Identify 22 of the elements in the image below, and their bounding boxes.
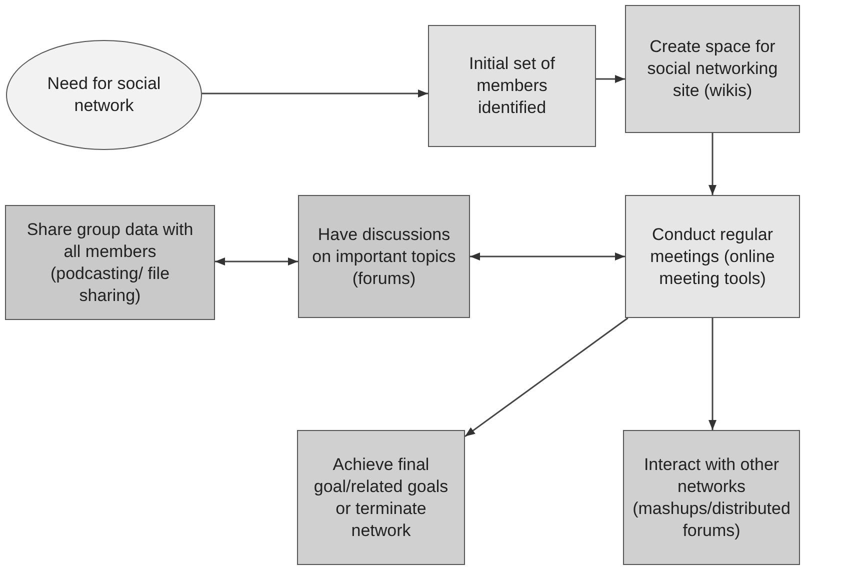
arrow [202, 90, 428, 98]
arrow [708, 318, 716, 430]
process-box [297, 430, 465, 565]
arrow [708, 133, 716, 195]
process-box [428, 25, 596, 147]
arrow [464, 317, 628, 438]
arrow [470, 252, 625, 260]
process-box [625, 195, 800, 318]
node-text: Conduct regular meetings (online meeting tools) [649, 224, 776, 290]
node-text: Create space for social networking site (wikis) [646, 36, 779, 102]
arrow [596, 75, 625, 83]
process-box [298, 195, 470, 318]
arrow [215, 258, 298, 266]
process-box [625, 5, 800, 133]
node-text: Need for social network [46, 73, 162, 117]
process-box [623, 430, 800, 565]
node-text: Achieve final goal/related goals or terminate network [312, 454, 450, 542]
node-text: Have discussions on important topics (forums) [311, 224, 457, 290]
node-text: Share group data with all members (podcasting/ file sharing) [26, 218, 194, 306]
node-text: Interact with other networks (mashups/distributed forums) [632, 454, 790, 542]
node-text: Initial set of members identified [468, 53, 556, 119]
process-box [5, 205, 215, 320]
